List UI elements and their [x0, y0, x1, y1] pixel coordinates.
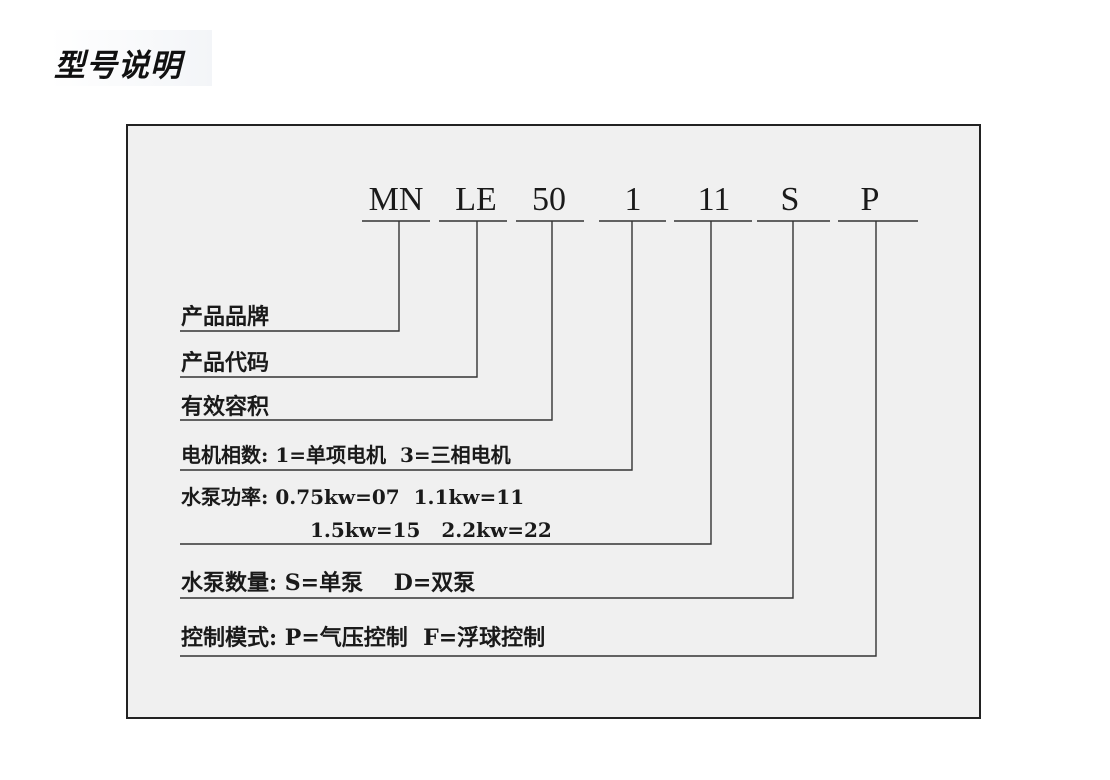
label-pump-power: 水泵功率: 0.75kw=07 1.1kw=11 [181, 485, 524, 509]
label-control-mode: 控制模式: P=气压控制 F=浮球控制 [181, 625, 545, 651]
code-segment-volume: 50 [532, 181, 566, 218]
code-segment-control: P [861, 181, 880, 218]
label-motor-phase: 电机相数: 1=单项电机 3=三相电机 [181, 443, 511, 467]
connector-pump-count [180, 221, 794, 599]
code-segment-pump-count: S [781, 181, 800, 218]
label-volume: 有效容积 [181, 394, 269, 420]
connector-product [180, 221, 478, 378]
code-segment-phase: 1 [625, 181, 642, 218]
connector-volume [180, 221, 553, 421]
label-pump-count: 水泵数量: S=单泵 D=双泵 [181, 570, 475, 596]
page-title: 型号说明 [54, 48, 182, 84]
title-banner: 型号说明 [50, 30, 212, 86]
connector-brand [180, 221, 400, 332]
connector-power [180, 221, 712, 545]
label-product-code: 产品代码 [181, 350, 269, 376]
label-brand: 产品品牌 [181, 304, 269, 330]
code-segment-product: LE [455, 181, 497, 218]
connector-phase [180, 221, 633, 471]
code-segment-brand: MN [369, 181, 424, 218]
connector-control [180, 221, 877, 657]
label-pump-power-line2: 1.5kw=15 2.2kw=22 [310, 518, 552, 542]
code-segment-power: 11 [698, 181, 731, 218]
model-diagram-panel [126, 124, 981, 719]
